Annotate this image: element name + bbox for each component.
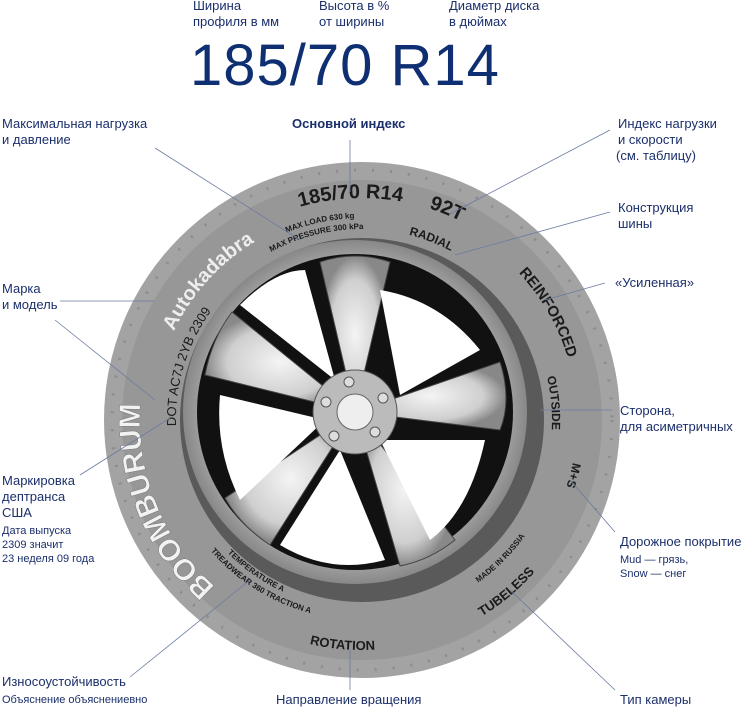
ms-text: M+S	[564, 462, 584, 490]
callout-lines	[54, 129, 616, 691]
callout-reinforced: «Усиленная»	[615, 275, 695, 290]
callout-tube: Тип камеры	[620, 692, 692, 707]
callout-side: Сторона,для асиметричных	[620, 403, 733, 434]
callout-rotation: Направление вращения	[276, 692, 422, 707]
wheel-windows	[219, 270, 485, 565]
height-label: Высота в %от ширины	[319, 0, 390, 29]
tire-size-title: 185/70 R14	[190, 33, 500, 98]
hub-cap	[336, 393, 374, 431]
callout-main-index: Основной индекс	[292, 116, 406, 131]
